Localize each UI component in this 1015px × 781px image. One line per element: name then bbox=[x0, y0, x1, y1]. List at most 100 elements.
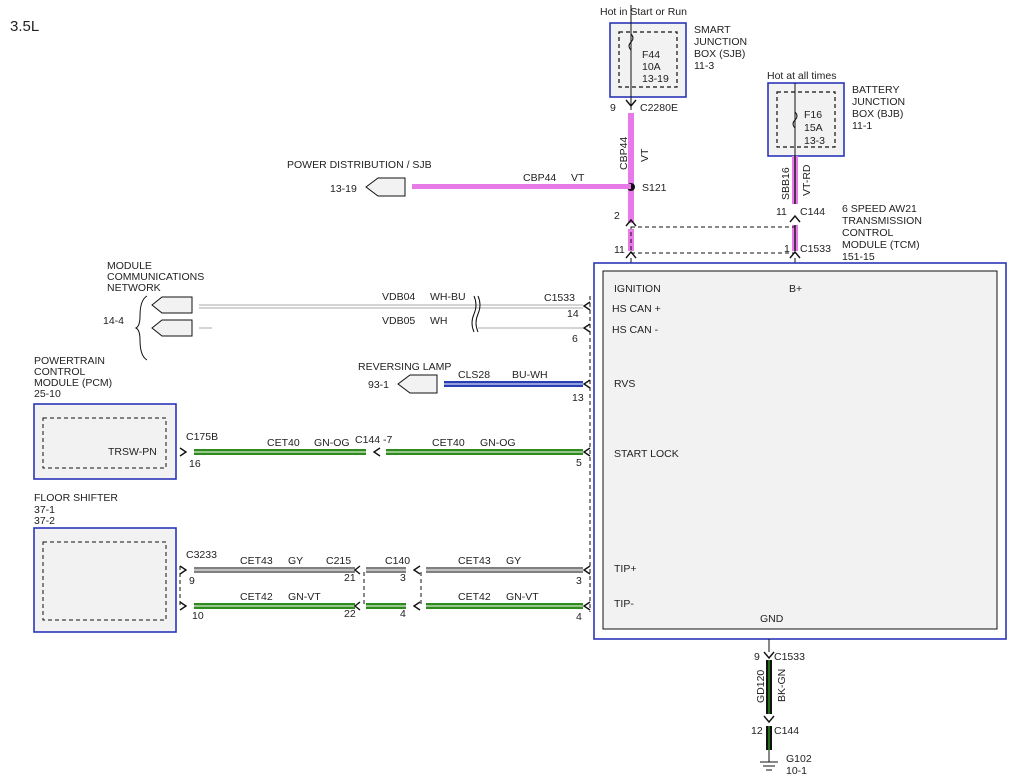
sjb-name-1: SMART bbox=[694, 24, 731, 36]
cbp44-horizontal-id: CBP44 bbox=[523, 172, 556, 184]
sjb-name-2: JUNCTION bbox=[694, 36, 747, 48]
tcm-inner-box bbox=[602, 270, 998, 630]
vdb05-id: VDB05 bbox=[382, 315, 415, 327]
bjb-box bbox=[767, 82, 845, 157]
fuse-icon bbox=[792, 111, 798, 129]
cet42-left-color: GN-VT bbox=[288, 591, 321, 603]
tcm-pin-tip-p: TIP+ bbox=[614, 563, 636, 575]
power-distribution-connector-icon bbox=[365, 177, 406, 197]
c1533-hs-can-n-pin: 6 bbox=[572, 333, 578, 345]
c215-connector: C215 bbox=[326, 555, 351, 567]
tcm-name-5: 151-15 bbox=[842, 251, 875, 263]
network-connector-icon bbox=[151, 319, 193, 337]
c144-ign-pin: 2 bbox=[614, 210, 620, 222]
bjb-supply-label: Hot at all times bbox=[767, 70, 836, 82]
brace-icon bbox=[134, 295, 148, 361]
splice-label: S121 bbox=[642, 182, 667, 194]
tcm-pin-bplus: B+ bbox=[789, 283, 802, 295]
c144-connector-gnd: C144 bbox=[774, 725, 799, 737]
floor-shifter-inner-outline bbox=[42, 541, 167, 621]
cet40-left-color: GN-OG bbox=[314, 437, 350, 449]
bjb-fuse-id: F16 bbox=[804, 109, 822, 121]
tcm-pin-start-lock: START LOCK bbox=[614, 448, 679, 460]
pcm-name-4: 25-10 bbox=[34, 388, 61, 400]
c144-gnd-pin: 12 bbox=[751, 725, 763, 737]
pcm-pin: 16 bbox=[189, 458, 201, 470]
cet40-right-id: CET40 bbox=[432, 437, 465, 449]
sjb-fuse-id: F44 bbox=[642, 49, 660, 61]
network-name-3: NETWORK bbox=[107, 282, 161, 294]
c1533-hs-can-p-pin: 14 bbox=[567, 308, 579, 320]
cet42-right-id: CET42 bbox=[458, 591, 491, 603]
c1533-bplus-pin: 1 bbox=[784, 243, 790, 255]
cet43-left-id: CET43 bbox=[240, 555, 273, 567]
connector-arrow-icon bbox=[372, 447, 381, 457]
connector-arrow-icon bbox=[412, 601, 421, 611]
sjb-name-4: 11-3 bbox=[694, 60, 714, 72]
twisted-pair-icon bbox=[471, 295, 481, 333]
network-ref: 14-4 bbox=[103, 315, 124, 327]
c1533-tip-n-pin: 4 bbox=[576, 611, 582, 623]
c1533-connector-top: C1533 bbox=[800, 243, 831, 255]
connector-arrow-icon bbox=[412, 565, 421, 575]
sjb-fuse-outline bbox=[618, 31, 678, 88]
tcm-name-2: TRANSMISSION bbox=[842, 215, 922, 227]
shifter-pin-tip-p: 9 bbox=[189, 575, 195, 587]
vdb04-color: WH-BU bbox=[430, 291, 466, 303]
sjb-box bbox=[609, 22, 687, 98]
connector-arrow-icon bbox=[582, 323, 591, 333]
bjb-name-2: JUNCTION bbox=[852, 96, 905, 108]
vdb05-color: WH bbox=[430, 315, 448, 327]
bjb-fuse-ref: 13-3 bbox=[804, 135, 825, 147]
wire-cbp44-horizontal bbox=[412, 184, 631, 189]
tcm-pin-ignition: IGNITION bbox=[614, 283, 661, 295]
bjb-fuse-outline bbox=[776, 91, 836, 148]
bjb-name-1: BATTERY bbox=[852, 84, 899, 96]
cet43-right-color: GY bbox=[506, 555, 521, 567]
connector-arrow-icon bbox=[179, 565, 188, 575]
c215-tip-p-pin: 21 bbox=[344, 572, 356, 584]
c1533-rvs-pin: 13 bbox=[572, 392, 584, 404]
c1533-start-pin: 5 bbox=[576, 457, 582, 469]
cbp44-vertical-id: CBP44 bbox=[618, 137, 630, 170]
pcm-connector: C175B bbox=[186, 431, 218, 443]
connector-arrow-icon bbox=[763, 651, 775, 660]
fuse-icon bbox=[628, 33, 634, 51]
sbb16-color: VT-RD bbox=[801, 164, 813, 196]
shifter-name-2: 37-1 bbox=[34, 504, 55, 516]
tcm-name-3: CONTROL bbox=[842, 227, 893, 239]
bjb-name-4: 11-1 bbox=[852, 120, 872, 132]
sjb-name-3: BOX (SJB) bbox=[694, 48, 745, 60]
reversing-lamp-label: REVERSING LAMP bbox=[358, 361, 451, 373]
wire-cbp44-vertical bbox=[628, 113, 634, 223]
connector-arrow-icon bbox=[582, 379, 591, 389]
c1533-connector-gnd: C1533 bbox=[774, 651, 805, 663]
c1533-connector-can: C1533 bbox=[544, 292, 575, 304]
reversing-lamp-connector-icon bbox=[397, 374, 438, 394]
ground-ref: 10-1 bbox=[786, 765, 807, 777]
connector-arrow-icon bbox=[582, 601, 591, 611]
connector-arrow-icon bbox=[582, 565, 591, 575]
sjb-fuse-ref: 13-19 bbox=[642, 73, 669, 85]
reversing-lamp-ref: 93-1 bbox=[368, 379, 389, 391]
cbp44-vertical-color: VT bbox=[639, 148, 651, 162]
shifter-pin-tip-n: 10 bbox=[192, 610, 204, 622]
connector-arrow-icon bbox=[179, 447, 188, 457]
network-connector-icon bbox=[151, 296, 193, 314]
connector-arrow-icon bbox=[763, 715, 775, 724]
pcm-pin-label: TRSW-PN bbox=[108, 446, 157, 458]
connector-arrow-icon bbox=[582, 301, 591, 311]
bjb-fuse-rating: 15A bbox=[804, 122, 823, 134]
connector-arrow-icon bbox=[179, 601, 188, 611]
pcm-name-1: POWERTRAIN bbox=[34, 355, 105, 367]
c144-bplus-pin: 11 bbox=[776, 206, 787, 218]
tcm-pin-rvs: RVS bbox=[614, 378, 635, 390]
tcm-name-4: MODULE (TCM) bbox=[842, 239, 920, 251]
connector-arrow-icon bbox=[625, 99, 637, 108]
bjb-name-3: BOX (BJB) bbox=[852, 108, 903, 120]
cet43-right-id: CET43 bbox=[458, 555, 491, 567]
cet40-left-id: CET40 bbox=[267, 437, 300, 449]
shifter-name-1: FLOOR SHIFTER bbox=[34, 492, 118, 504]
pcm-name-2: CONTROL bbox=[34, 366, 85, 378]
